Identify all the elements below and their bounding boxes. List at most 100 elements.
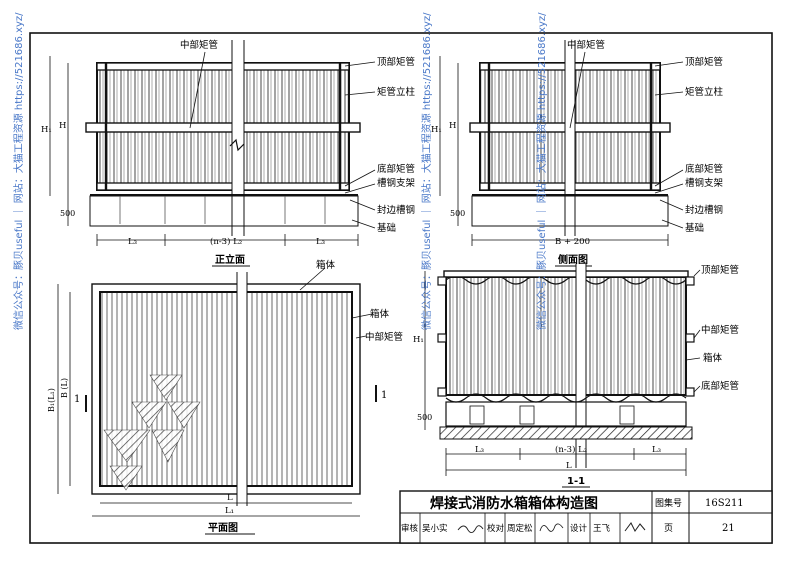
plan-leader-box-top (299, 267, 326, 291)
logo-triangle-4 (103, 429, 151, 463)
front-elevation-title: 正立面 (215, 253, 245, 266)
side-elevation-title: 侧面图 (558, 253, 588, 266)
section-top-wave (445, 275, 687, 285)
side-elevation: 中部矩管 顶部矩管 矩管立柱 底部矩管 槽钢支架 封边槽钢 基础 H₁ H 50… (431, 39, 724, 267)
front-break-symbol (229, 138, 245, 152)
section-leader-top (693, 269, 701, 277)
side-leader-top-pipe (654, 61, 684, 67)
plan-view: 1 1 箱体 箱体 中部矩管 B₁(L₁) B (L) L L₁ 平面图 (47, 259, 403, 535)
front-leader-bottom-pipe (344, 169, 376, 187)
plan-dim-l1-label: L₁ (225, 506, 234, 516)
section-tank-body (445, 276, 687, 396)
section-node-bl (437, 387, 447, 397)
front-dim-l3-right: L₃ (316, 237, 325, 247)
logo-triangle-1 (149, 374, 183, 401)
plan-title: 平面图 (208, 522, 238, 534)
front-leader-foundation (351, 219, 376, 229)
plan-label-box-top: 箱体 (316, 259, 336, 271)
section-leader-bottom (693, 385, 701, 393)
title-block-reviewer-signature (457, 525, 484, 533)
section-node-tl (437, 276, 447, 286)
side-dim-width-label: B + 200 (555, 237, 590, 247)
front-foundation (89, 195, 359, 227)
section-node-mr (685, 333, 695, 343)
watermark-center: 微信公众号：豚贝useful ｜ 网站：大猫工程资源 https://52168… (422, 12, 433, 330)
front-elevation: 中部矩管 顶部矩管 矩管立柱 底部矩管 槽钢支架 封边槽钢 基础 H₁ H 50… (41, 39, 416, 267)
logo-triangle-5 (151, 429, 185, 463)
title-block-frame (399, 490, 773, 544)
side-leader-bottom-pipe (654, 169, 684, 187)
front-label-mid-pipe: 中部矩管 (180, 39, 218, 51)
side-label-top-pipe: 顶部矩管 (685, 56, 723, 68)
front-label-column: 矩管立柱 (377, 86, 416, 98)
side-leader-edge (659, 199, 684, 211)
section-support-frame (445, 401, 687, 427)
title-block-review-label: 审核 (401, 523, 419, 534)
title-block-design-label: 设计 (570, 523, 588, 534)
watermark-right: 微信公众号：豚贝useful ｜ 网站：大猫工程资源 https://52168… (537, 12, 548, 330)
section-support-post-1 (469, 405, 485, 425)
front-label-bottom-pipe: 底部矩管 (377, 163, 415, 175)
section-label-top-pipe: 顶部矩管 (701, 264, 739, 276)
plan-label-mid-pipe: 中部矩管 (365, 331, 403, 343)
section-bottom-wave (445, 393, 687, 403)
front-dim-middle: (n-3) L₂ (210, 236, 242, 247)
section-view: 顶部矩管 中部矩管 箱体 底部矩管 H₁ 500 L₃ (n-3) L₂ L₃ … (413, 264, 739, 488)
plan-logo-watermark (103, 374, 201, 491)
section-node-tr (685, 276, 695, 286)
section-leader-mid (693, 329, 701, 339)
title-block-checker-signature (539, 523, 564, 532)
logo-triangle-2 (131, 401, 167, 429)
section-break-gap (576, 264, 586, 468)
front-break-gap (232, 40, 244, 236)
side-label-mid-pipe: 中部矩管 (567, 39, 605, 51)
front-leader-top-pipe (344, 61, 376, 67)
section-support-post-3 (619, 405, 635, 425)
section-title: 1-1 (567, 476, 585, 487)
title-block-page-no: 21 (722, 523, 735, 534)
title-block: 焊接式消防水箱箱体构造图 图集号 16S211 审核 吴小实 校对 周定松 设计… (399, 490, 773, 544)
section-dim-500-label: 500 (417, 413, 432, 422)
section-label-mid-pipe: 中部矩管 (701, 324, 739, 336)
section-top-pipe (443, 270, 689, 278)
section-node-br (685, 387, 695, 397)
front-dim-500-label: 500 (60, 209, 75, 218)
section-dim-h1-label: H₁ (413, 335, 424, 345)
title-block-atlas-label: 图集号 (655, 497, 682, 509)
section-leader-box (685, 357, 701, 361)
title-block-reviewer: 吴小实 (422, 523, 448, 534)
side-label-channel: 槽钢支架 (685, 177, 724, 189)
side-break-gap (565, 40, 575, 236)
section-dim-l3-left: L₃ (475, 445, 484, 455)
plan-tank-body (99, 291, 353, 487)
front-label-channel: 槽钢支架 (377, 177, 416, 189)
side-leader-foundation (661, 219, 684, 229)
front-dim-h1-label: H₁ (41, 125, 52, 135)
plan-section-mark-left: 1 (74, 394, 80, 405)
side-leader-column (654, 91, 684, 96)
side-leader-mid (569, 51, 586, 129)
plan-dim-b-label: B (L) (60, 378, 69, 398)
plan-break-gap (237, 272, 247, 506)
plan-leader-box (351, 313, 373, 319)
section-label-bottom-pipe: 底部矩管 (701, 380, 739, 392)
side-foundation (471, 195, 669, 227)
section-dim-l: L (566, 461, 572, 471)
side-label-foundation: 基础 (685, 222, 704, 234)
side-leader-channel (654, 183, 684, 194)
front-leader-edge (349, 199, 376, 211)
title-block-designer-signature (624, 522, 646, 532)
side-label-column: 矩管立柱 (685, 86, 724, 98)
side-dim-500-label: 500 (450, 209, 465, 218)
plan-leader-mid (355, 335, 367, 339)
section-label-box: 箱体 (703, 352, 723, 364)
front-bottom-pipe (96, 182, 350, 191)
side-dim-h1-label: H₁ (431, 125, 442, 135)
side-label-bottom-pipe: 底部矩管 (685, 163, 723, 175)
front-leader-mid (189, 51, 206, 129)
front-dim-h-label: H (59, 121, 66, 131)
title-block-title: 焊接式消防水箱箱体构造图 (430, 495, 598, 512)
section-node-ml (437, 333, 447, 343)
front-label-foundation: 基础 (377, 222, 396, 234)
side-dim-h-label: H (449, 121, 456, 131)
